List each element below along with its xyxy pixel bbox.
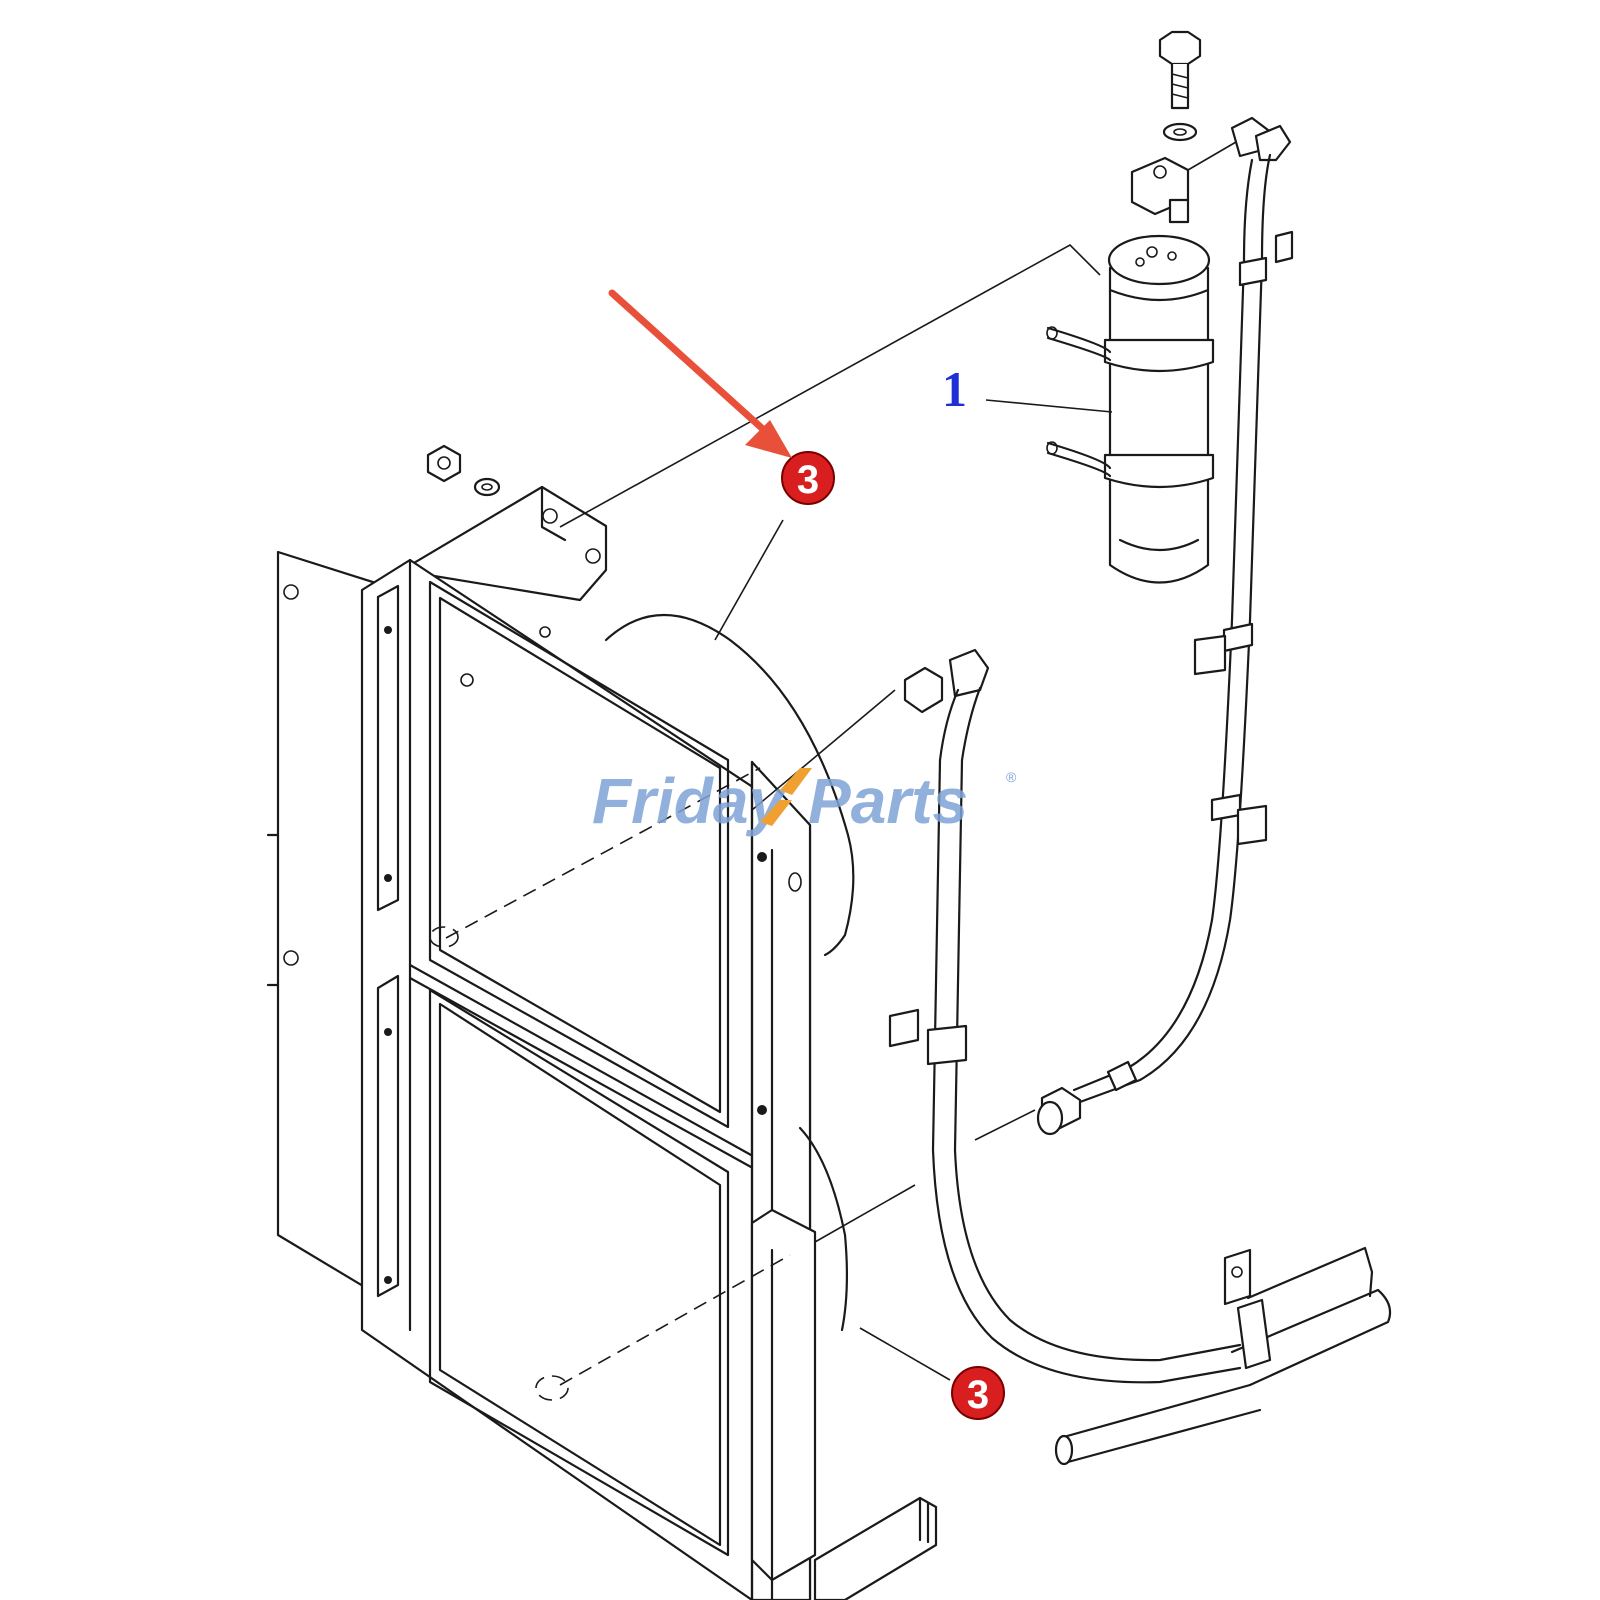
callout-1: 1 [942, 361, 967, 417]
watermark-text-left: Friday [592, 765, 787, 837]
watermark-logo: Friday Parts ® [592, 765, 1017, 837]
watermark-registered: ® [1006, 769, 1017, 785]
callout-3-lower-label: 3 [967, 1373, 989, 1417]
callout-3-upper-label: 3 [797, 458, 819, 502]
receiver-drier [985, 30, 1215, 584]
callout-3-lower-leader [859, 1327, 951, 1381]
callout-3-lower: 3 [859, 1327, 1005, 1420]
callout-1-label: 1 [942, 361, 967, 417]
callout-3-upper: 3 [714, 451, 835, 641]
watermark-text-right: Parts [808, 765, 968, 837]
refrigerant-hoses [888, 116, 1392, 1466]
condenser-assembly [266, 444, 938, 1600]
watermark-slash-icon [780, 768, 812, 795]
pointer-arrow [608, 289, 792, 458]
callout-3-upper-leader [714, 519, 784, 641]
connection-leader-line-4 [974, 1109, 1036, 1141]
connection-leader-line [559, 244, 1101, 528]
connection-leader-line-2 [751, 689, 896, 811]
callout-3-upper-badge [781, 451, 835, 505]
connection-leader-line-3 [814, 1184, 916, 1243]
callout-3-lower-badge [951, 1366, 1005, 1420]
